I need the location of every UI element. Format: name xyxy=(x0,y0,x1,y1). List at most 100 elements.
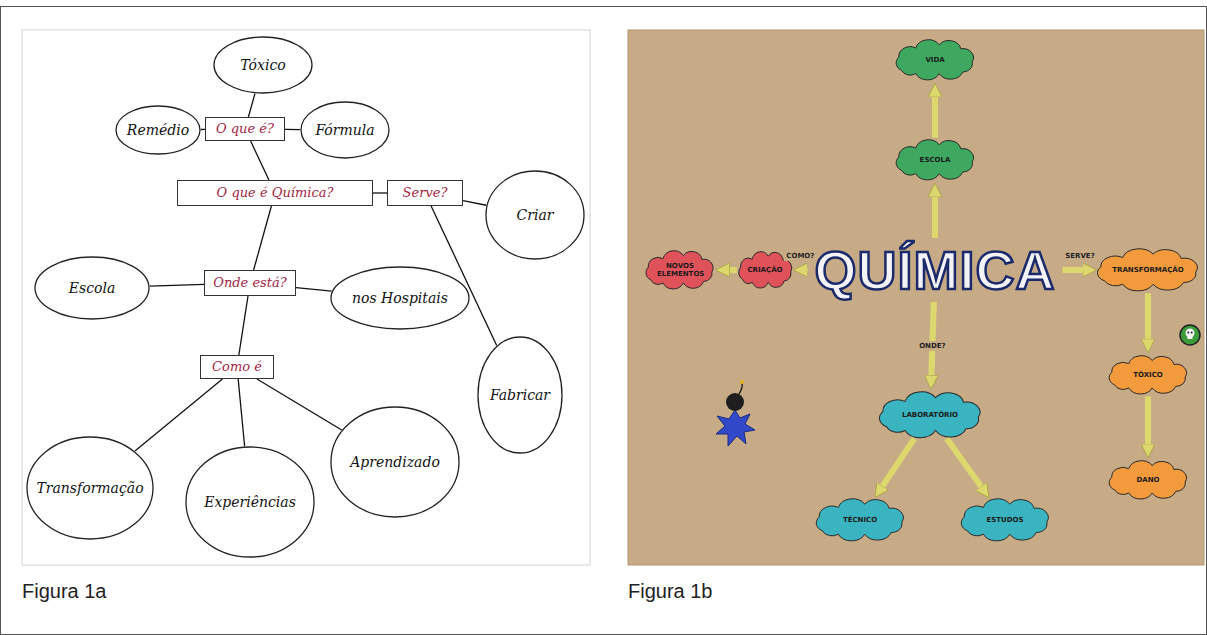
connector-line xyxy=(285,129,300,130)
block-arrow xyxy=(728,267,737,273)
node-label: TÉCNICO xyxy=(843,516,877,524)
central-title-word: QUÍMICA xyxy=(811,241,1060,299)
arrow-label: SERVE? xyxy=(1063,251,1096,261)
connector-line xyxy=(254,206,272,270)
node-label: Experiências xyxy=(204,494,296,511)
ellipse-outline xyxy=(486,171,584,259)
connector-line xyxy=(296,288,332,292)
node-label: ESCOLA xyxy=(920,156,951,164)
concept-cloud: VIDA xyxy=(895,39,975,81)
concept-ellipse: nos Hospitais xyxy=(330,266,470,330)
block-arrow xyxy=(1145,293,1151,340)
node-label: CRIAÇÃO xyxy=(747,266,782,274)
connector-line xyxy=(238,379,244,446)
figure-caption: Figura 1b xyxy=(628,580,713,603)
cloud-outline xyxy=(896,140,973,180)
figure-frame xyxy=(1,7,1207,635)
node-label: Transformação xyxy=(36,480,143,497)
question-box: Onde está? xyxy=(204,270,296,296)
concept-ellipse: Aprendizado xyxy=(330,406,460,518)
arrow-label: COMO? xyxy=(784,251,816,261)
figure-caption: Figura 1a xyxy=(22,580,107,603)
cloud-outline xyxy=(961,499,1048,541)
concept-cloud: LABORATÓRIO xyxy=(878,391,982,439)
ellipse-outline xyxy=(186,447,314,557)
node-label: O que é Química? xyxy=(217,185,334,201)
block-arrow xyxy=(1062,267,1084,273)
cloud-outline xyxy=(1109,461,1186,499)
skull-jaw xyxy=(1188,336,1193,339)
toxic-symbol xyxy=(1180,325,1200,345)
node-label: VIDA xyxy=(925,56,944,64)
node-label: nos Hospitais xyxy=(352,290,448,307)
block-arrow xyxy=(947,438,982,487)
cloud-outline xyxy=(646,251,713,289)
ellipse-outline xyxy=(478,337,562,453)
node-label: Criar xyxy=(517,207,554,224)
ellipse-outline xyxy=(27,437,153,539)
connector-line xyxy=(373,192,387,193)
skull-eye xyxy=(1191,332,1193,334)
node-label: O que é? xyxy=(216,121,274,137)
node-label: Remédio xyxy=(127,122,189,139)
block-arrow xyxy=(931,302,934,377)
concept-cloud: DANO xyxy=(1108,460,1188,500)
cloud-outline xyxy=(816,499,903,541)
skull-eye xyxy=(1187,332,1189,334)
concept-ellipse: Escola xyxy=(34,256,150,320)
block-arrow xyxy=(932,195,938,238)
node-label: DANO xyxy=(1136,476,1159,484)
cloud-outline xyxy=(1098,249,1198,291)
question-box: O que é Química? xyxy=(177,180,373,206)
bomb-fuse xyxy=(739,383,742,394)
kraft-paper xyxy=(628,30,1204,565)
node-label: LABORATÓRIO xyxy=(902,411,958,419)
cloud-outline xyxy=(896,40,973,80)
bomb-drawing xyxy=(726,393,744,411)
node-label: Como é xyxy=(212,359,262,375)
node-label: Serve? xyxy=(403,185,448,201)
ellipse-outline xyxy=(331,267,469,329)
cloud-outline xyxy=(879,392,979,438)
connector-line xyxy=(150,284,204,286)
cloud-outline xyxy=(1109,356,1186,394)
block-arrow xyxy=(1145,396,1151,445)
block-arrow xyxy=(806,267,808,273)
arrow-label: ONDE? xyxy=(917,341,947,351)
question-box: O que é? xyxy=(205,117,285,141)
node-label: TÓXICO xyxy=(1133,371,1163,379)
block-arrow xyxy=(882,439,915,488)
block-arrow xyxy=(932,95,938,137)
concept-cloud: ESCOLA xyxy=(895,139,975,181)
connector-line xyxy=(248,94,255,117)
concept-ellipse: Fórmula xyxy=(300,101,390,159)
concept-ellipse: Tóxico xyxy=(213,36,313,94)
node-label: ESTUDOS xyxy=(986,516,1023,524)
question-box: Como é xyxy=(200,355,274,379)
concept-ellipse: Criar xyxy=(485,170,585,260)
concept-cloud: ESTUDOS xyxy=(960,498,1050,542)
node-label: QUÍMICA xyxy=(815,243,1056,297)
ellipse-outline xyxy=(301,102,389,158)
concept-ellipse: Transformação xyxy=(26,436,154,540)
concept-ellipse: Fabricar xyxy=(477,336,563,454)
node-label: TRANSFORMAÇÃO xyxy=(1112,266,1184,274)
concept-cloud: TÓXICO xyxy=(1108,355,1188,395)
node-label: Fabricar xyxy=(490,387,550,404)
connector-line xyxy=(257,379,342,430)
question-box: Serve? xyxy=(387,180,463,206)
ellipse-outline xyxy=(331,407,459,517)
concept-cloud: TÉCNICO xyxy=(815,498,905,542)
concept-cloud: TRANSFORMAÇÃO xyxy=(1096,248,1199,292)
ellipse-outline xyxy=(214,37,312,93)
node-label: Escola xyxy=(69,280,116,297)
concept-ellipse: Remédio xyxy=(115,105,201,155)
ellipse-outline xyxy=(35,257,149,319)
node-label: Fórmula xyxy=(315,122,374,139)
concept-cloud: NOVOS ELEMENTOS xyxy=(645,250,714,290)
node-label: Onde está? xyxy=(213,275,287,291)
node-label: NOVOS ELEMENTOS xyxy=(657,262,703,279)
node-label: Aprendizado xyxy=(350,454,440,471)
sketch-paper xyxy=(22,30,590,565)
ellipse-outline xyxy=(116,106,200,154)
